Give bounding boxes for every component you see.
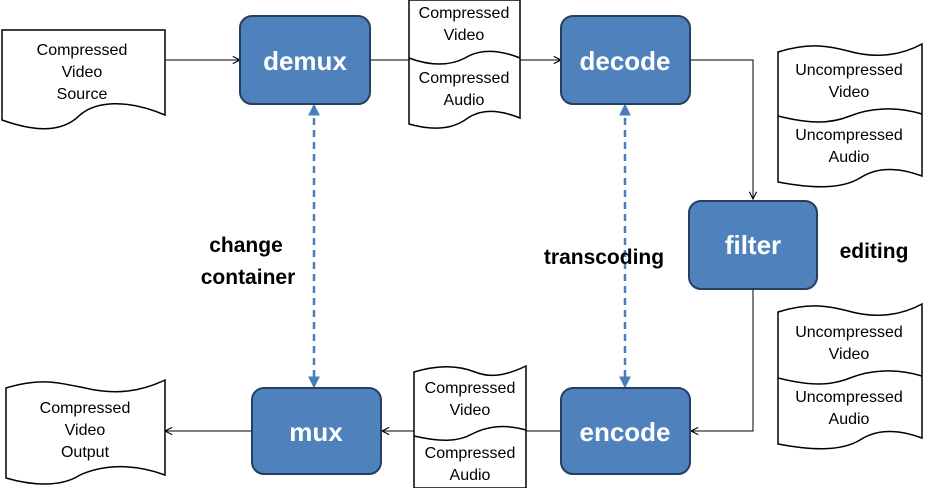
demux-audio-line-2: Audio	[444, 92, 485, 109]
output-document: Compressed Video Output	[5, 378, 166, 485]
mux-label: mux	[289, 417, 343, 447]
change-container-line-2: container	[201, 266, 296, 289]
demux-label: demux	[263, 46, 347, 76]
output-doc-line-1: Compressed	[40, 400, 131, 417]
filter-box: filter	[688, 200, 818, 290]
decode-video-line-1: Uncompressed	[795, 62, 903, 79]
editing-label: editing	[840, 240, 909, 263]
filter-audio-line-1: Uncompressed	[795, 389, 903, 406]
source-doc-line-3: Source	[57, 86, 108, 103]
filter-to-encode-arrow	[691, 290, 754, 431]
filter-video-line-2: Video	[829, 346, 870, 363]
encode-box: encode	[560, 387, 691, 475]
encode-output-stack: Compressed Video Compressed Audio	[413, 364, 527, 488]
filter-video-line-1: Uncompressed	[795, 324, 903, 341]
change-container-label: change container	[201, 234, 296, 289]
demux-output-stack: Compressed Video Compressed Audio	[408, 0, 521, 129]
filter-output-stack: Uncompressed Video Uncompressed Audio	[777, 302, 923, 450]
decode-to-filter-arrow	[690, 59, 753, 199]
decode-audio-line-2: Audio	[829, 149, 870, 166]
filter-audio-line-2: Audio	[829, 411, 870, 428]
source-doc-line-2: Video	[62, 64, 103, 81]
demux-audio-line-1: Compressed	[419, 70, 510, 87]
demux-video-line-2: Video	[444, 27, 485, 44]
encode-audio-line-2: Audio	[450, 467, 491, 484]
encode-video-line-2: Video	[450, 402, 491, 419]
encode-label: encode	[579, 417, 670, 447]
output-doc-line-3: Output	[61, 444, 110, 461]
source-document: Compressed Video Source	[1, 29, 166, 130]
decode-label: decode	[579, 46, 670, 76]
filter-label: filter	[725, 230, 781, 260]
encode-video-line-1: Compressed	[425, 380, 516, 397]
demux-video-line-1: Compressed	[419, 5, 510, 22]
decode-video-line-2: Video	[829, 84, 870, 101]
transcoding-label: transcoding	[544, 246, 664, 269]
source-doc-line-1: Compressed	[37, 42, 128, 59]
decode-box: decode	[560, 15, 691, 105]
output-doc-line-2: Video	[65, 422, 106, 439]
decode-output-stack: Uncompressed Video Uncompressed Audio	[777, 42, 923, 188]
change-container-line-1: change	[209, 234, 283, 257]
demux-box: demux	[239, 15, 371, 105]
decode-audio-line-1: Uncompressed	[795, 127, 903, 144]
encode-audio-line-1: Compressed	[425, 445, 516, 462]
mux-box: mux	[251, 387, 382, 475]
